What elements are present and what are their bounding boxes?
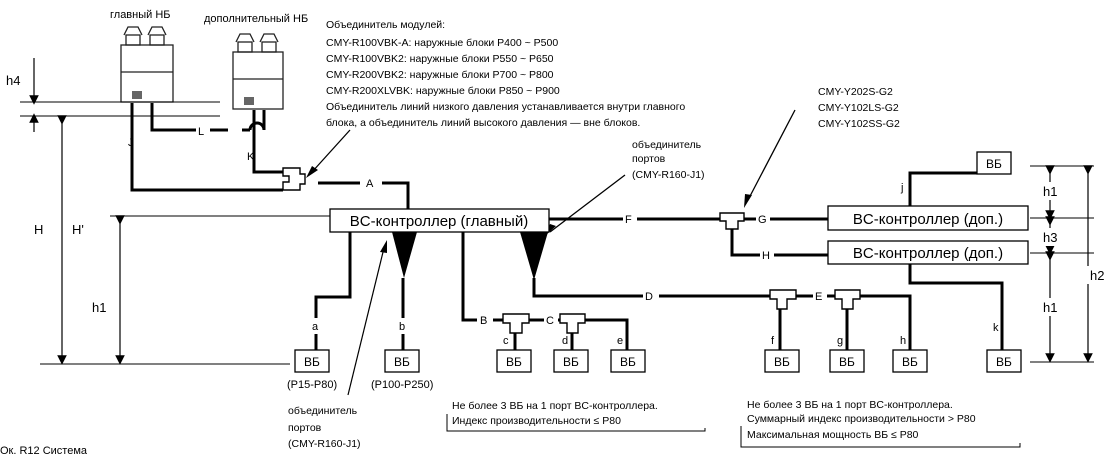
svg-text:J: J bbox=[128, 137, 134, 149]
branch-tee-E2 bbox=[834, 289, 861, 310]
svg-text:F: F bbox=[625, 214, 632, 226]
svg-text:ВБ: ВБ bbox=[839, 355, 855, 369]
svg-text:h4: h4 bbox=[6, 73, 20, 88]
note-arrow bbox=[306, 129, 351, 178]
svg-text:L: L bbox=[198, 126, 204, 138]
svg-text:Индекс производительности ≤ P8: Индекс производительности ≤ P80 bbox=[452, 415, 621, 427]
combiner-line: блока, а объединитель линий высокого дав… bbox=[326, 117, 640, 129]
svg-text:H': H' bbox=[72, 222, 84, 237]
svg-text:ВБ: ВБ bbox=[986, 157, 1002, 171]
indoor-unit-labels: ВБ ВБ ВБ ВБ ВБ ВБ ВБ ВБ ВБ ВБ bbox=[304, 157, 1012, 369]
module-combiner bbox=[282, 167, 306, 191]
svg-text:BC-контроллер (доп.): BC-контроллер (доп.) bbox=[853, 245, 1003, 262]
svg-text:e: e bbox=[617, 335, 623, 347]
main-outdoor-unit bbox=[120, 26, 174, 103]
svg-text:(CMY-R160-J1): (CMY-R160-J1) bbox=[632, 169, 705, 181]
svg-text:портов: портов bbox=[288, 422, 322, 434]
combiner-note: Объединитель модулей: CMY-R100VBK-A: нар… bbox=[326, 19, 685, 129]
svg-text:Не более 3 ВБ на 1 порт BC-кон: Не более 3 ВБ на 1 порт BC-контроллера. bbox=[747, 399, 953, 411]
range-b: (P100-P250) bbox=[371, 379, 433, 391]
svg-text:Не более 3 ВБ на 1 порт BC-кон: Не более 3 ВБ на 1 порт BC-контроллера. bbox=[452, 400, 658, 412]
svg-text:ВБ: ВБ bbox=[304, 355, 320, 369]
svg-text:C: C bbox=[546, 315, 554, 327]
svg-text:h: h bbox=[900, 335, 906, 347]
svg-text:ВБ: ВБ bbox=[774, 355, 790, 369]
svg-text:f: f bbox=[771, 335, 775, 347]
svg-text:h1: h1 bbox=[1043, 300, 1057, 315]
note-right: Не более 3 ВБ на 1 порт BC-контроллера. … bbox=[740, 399, 1021, 448]
svg-text:A: A bbox=[366, 178, 374, 190]
port-joiner-label-bottom: объединитель портов (CMY-R160-J1) bbox=[288, 405, 361, 450]
svg-text:G: G bbox=[758, 214, 767, 226]
dimension-labels: h4 H H' h1 h1 h3 h1 h2 bbox=[6, 73, 1104, 316]
svg-text:g: g bbox=[837, 335, 843, 347]
svg-text:c: c bbox=[503, 335, 509, 347]
branch-kit-model: CMY-Y102LS-G2 bbox=[818, 102, 899, 114]
port-joiner-triangle-right bbox=[520, 232, 548, 280]
branch-kit-note: CMY-Y202S-G2 CMY-Y102LS-G2 CMY-Y102SS-G2 bbox=[818, 86, 900, 130]
main-outdoor-label: главный НБ bbox=[110, 9, 171, 21]
branch-kit-model: CMY-Y102SS-G2 bbox=[818, 118, 900, 130]
svg-text:D: D bbox=[645, 291, 653, 303]
svg-text:H: H bbox=[762, 250, 770, 262]
range-a: (P15-P80) bbox=[287, 379, 337, 391]
svg-text:h1: h1 bbox=[1043, 184, 1057, 199]
combiner-line: CMY-R100VBK2: наружные блоки P550 ~ P650 bbox=[326, 53, 554, 65]
svg-text:a: a bbox=[312, 321, 319, 333]
indoor-units bbox=[294, 151, 1022, 373]
svg-text:(CMY-R160-J1): (CMY-R160-J1) bbox=[288, 438, 361, 450]
footer-text: Ок. R12 Система bbox=[0, 445, 88, 455]
svg-text:j: j bbox=[900, 182, 903, 194]
svg-text:ВБ: ВБ bbox=[996, 355, 1012, 369]
svg-text:B: B bbox=[480, 315, 487, 327]
port-joiner-label: объединитель портов (CMY-R160-J1) bbox=[632, 139, 705, 181]
svg-text:E: E bbox=[815, 291, 822, 303]
svg-text:ВБ: ВБ bbox=[902, 355, 918, 369]
bc-controller-sub-2: BC-контроллер (доп.) bbox=[827, 240, 1029, 265]
svg-text:d: d bbox=[562, 335, 568, 347]
svg-text:h1: h1 bbox=[92, 300, 106, 315]
svg-text:Максимальная мощность ВБ ≤ P80: Максимальная мощность ВБ ≤ P80 bbox=[747, 429, 919, 441]
branch-tee-C bbox=[559, 313, 586, 334]
svg-text:объединитель: объединитель bbox=[632, 139, 702, 151]
bc-controller-sub-1: BC-контроллер (доп.) bbox=[827, 205, 1029, 231]
svg-text:ВБ: ВБ bbox=[506, 355, 522, 369]
combiner-line: Объединитель линий низкого давления уста… bbox=[326, 101, 685, 113]
svg-text:BC-контроллер (главный): BC-контроллер (главный) bbox=[350, 213, 528, 230]
svg-text:ВБ: ВБ bbox=[563, 355, 579, 369]
svg-text:Суммарный индекс производитель: Суммарный индекс производительности > P8… bbox=[747, 413, 976, 425]
combiner-line: CMY-R200VBK2: наружные блоки P700 ~ P800 bbox=[326, 69, 554, 81]
branch-tee-G bbox=[719, 212, 745, 230]
svg-text:k: k bbox=[993, 322, 999, 334]
branch-tee-B bbox=[502, 313, 530, 334]
combiner-line: CMY-R200XLVBK: наружные блоки P850 ~ P90… bbox=[326, 85, 560, 97]
svg-text:H: H bbox=[34, 222, 43, 237]
bc-controller-main: BC-контроллер (главный) bbox=[329, 208, 550, 233]
combiner-title: Объединитель модулей: bbox=[326, 19, 445, 31]
svg-text:b: b bbox=[399, 321, 405, 333]
svg-text:K: K bbox=[247, 151, 255, 163]
svg-text:ВБ: ВБ bbox=[620, 355, 636, 369]
combiner-line: CMY-R100VBK-A: наружные блоки P400 ~ P50… bbox=[326, 37, 558, 49]
svg-text:портов: портов bbox=[632, 153, 666, 165]
svg-text:объединитель: объединитель bbox=[288, 405, 358, 417]
svg-text:h2: h2 bbox=[1090, 268, 1104, 283]
port-joiner-triangle-left bbox=[392, 232, 417, 278]
sub-outdoor-unit bbox=[232, 33, 284, 110]
note-middle: Не более 3 ВБ на 1 порт BC-контроллера. … bbox=[446, 400, 706, 432]
branch-tee-E1 bbox=[769, 289, 797, 310]
sub-outdoor-label: дополнительный НБ bbox=[204, 13, 308, 25]
branch-kit-model: CMY-Y202S-G2 bbox=[818, 86, 893, 98]
pipe-labels: A L J K F G H B C D E a b c d e f g h j … bbox=[128, 122, 999, 347]
svg-text:BC-контроллер (доп.): BC-контроллер (доп.) bbox=[853, 211, 1003, 228]
svg-text:h3: h3 bbox=[1043, 230, 1057, 245]
svg-text:ВБ: ВБ bbox=[394, 355, 410, 369]
